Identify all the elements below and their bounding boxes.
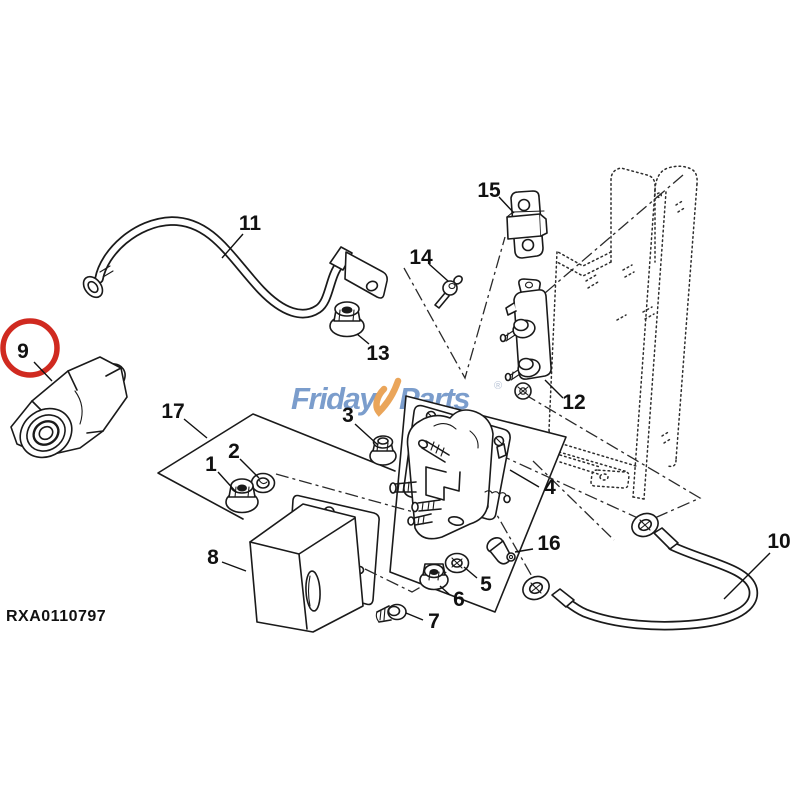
callout-leader-10 <box>724 553 770 599</box>
callout-leader-1 <box>218 472 236 492</box>
callout-label-17: 17 <box>161 400 184 423</box>
part-4-starter-solenoid <box>390 406 510 539</box>
part-code-text: RXA0110797 <box>6 608 106 625</box>
part-15-strap-bracket <box>507 191 547 258</box>
callout-label-7: 7 <box>428 610 440 633</box>
callout-label-3: 3 <box>342 404 354 427</box>
part-6-flange-nut <box>420 564 448 590</box>
callout-leader-16 <box>515 549 533 552</box>
callout-label-2: 2 <box>228 440 240 463</box>
callout-leader-8 <box>222 562 246 571</box>
callout-leader-5 <box>464 567 477 578</box>
callout-leader-12 <box>545 380 563 398</box>
part-10-jumper-cable <box>519 509 753 625</box>
watermark-registered-mark: ® <box>494 380 502 392</box>
callout-leader-14 <box>429 264 448 281</box>
callout-label-14: 14 <box>409 246 433 269</box>
watermark-text-friday: Friday <box>291 381 378 416</box>
callout-label-11: 11 <box>239 212 262 235</box>
callout-leader-13 <box>357 334 369 344</box>
part-14-retaining-pin <box>435 274 464 308</box>
part-1-locknut <box>226 479 258 513</box>
callout-leader-3 <box>355 424 378 445</box>
callout-leader-11 <box>222 234 243 258</box>
callout-label-6: 6 <box>453 588 465 611</box>
callout-label-5: 5 <box>480 573 492 596</box>
callout-leader-9 <box>34 362 52 381</box>
callout-label-10: 10 <box>767 530 790 553</box>
callout-leader-7 <box>406 613 423 620</box>
part-7-flange-screw <box>376 605 406 623</box>
callout-label-1: 1 <box>205 453 217 476</box>
callout-label-16: 16 <box>537 532 560 555</box>
part-8-terminal-cover <box>250 504 363 632</box>
highlight-circle <box>3 321 57 375</box>
part-16-bushing <box>484 535 515 564</box>
part-11-battery-cable <box>80 221 388 314</box>
callout-label-9: 9 <box>17 340 29 363</box>
callout-leader-17 <box>184 419 207 438</box>
mounting-bracket-outline <box>549 166 697 499</box>
part-13-flange-nut <box>330 302 364 337</box>
callout-label-13: 13 <box>366 342 389 365</box>
callout-leader-6 <box>440 586 450 595</box>
callout-label-8: 8 <box>207 546 219 569</box>
callout-leader-2 <box>240 459 259 478</box>
watermark-swoosh-icon <box>377 381 398 412</box>
callout-label-12: 12 <box>562 391 585 414</box>
callout-leader-4 <box>510 470 539 487</box>
callout-label-4: 4 <box>544 476 556 499</box>
part-5-washer-screw <box>446 554 469 573</box>
callout-label-15: 15 <box>477 179 501 202</box>
part-2-grommet <box>252 474 275 493</box>
part-9-hex-fitting <box>11 357 131 467</box>
callout-leader-15 <box>499 197 514 213</box>
part-12-circuit-breaker <box>501 279 552 399</box>
part-17-mounting-panel <box>158 414 395 519</box>
